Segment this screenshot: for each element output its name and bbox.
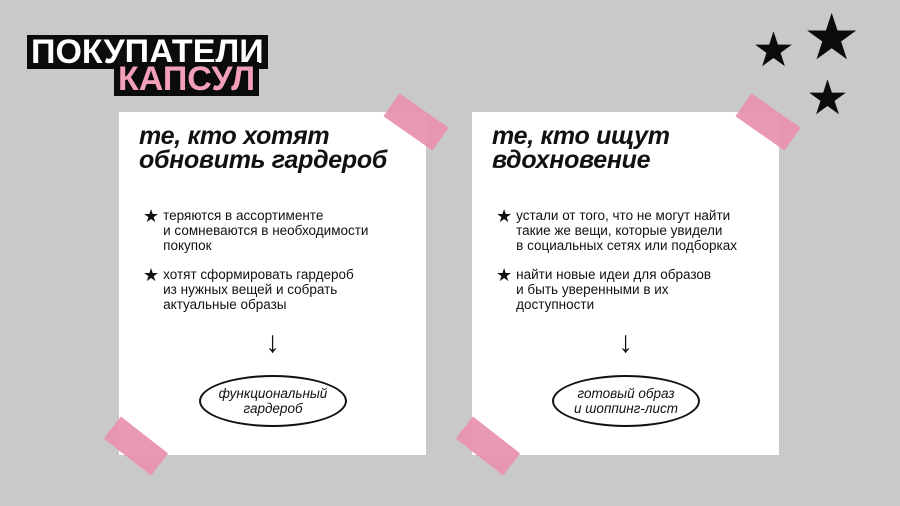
title-line-2: КАПСУЛ	[114, 62, 260, 96]
star-bullet-icon: ★	[143, 206, 160, 226]
star-icon: ★	[806, 72, 850, 125]
star-bullet-icon: ★	[143, 265, 160, 285]
arrow-down-icon: ↓	[618, 326, 633, 359]
title-line-1: ПОКУПАТЕЛИ	[27, 35, 268, 69]
star-icon: ★	[752, 24, 796, 77]
star-bullet-icon: ★	[496, 206, 513, 226]
star-bullet-icon: ★	[496, 265, 513, 285]
star-icon: ★	[803, 1, 861, 73]
arrow-down-icon: ↓	[265, 326, 280, 359]
